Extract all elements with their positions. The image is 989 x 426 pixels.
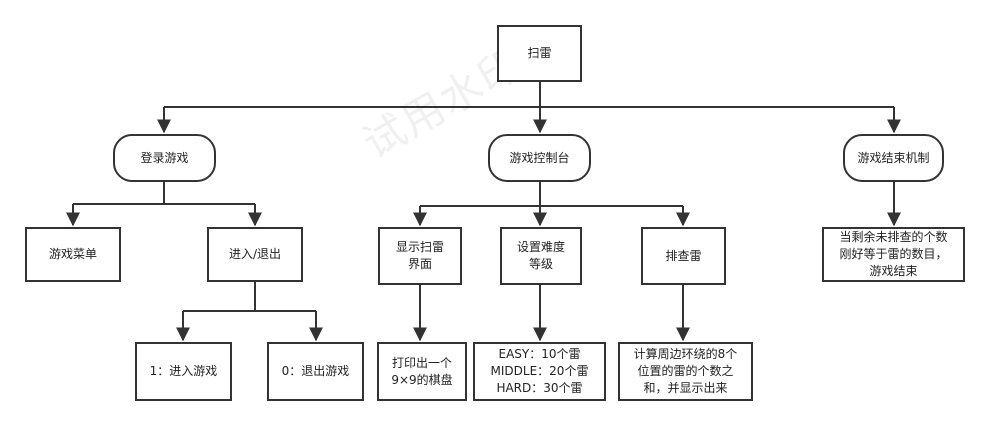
node-levels-label: EASY：10个雷 MIDDLE：20个雷 HARD：30个雷: [490, 347, 589, 395]
node-enter-game-label: 1：进入游戏: [149, 364, 218, 378]
node-root-label: 扫雷: [527, 46, 552, 60]
node-exit-game-label: 0：退出游戏: [281, 364, 350, 378]
node-end-condition[interactable]: 当剩余未排查的个数 刚好等于雷的数目， 游戏结束: [822, 227, 965, 282]
node-console[interactable]: 游戏控制台: [488, 134, 591, 182]
node-login-label: 登录游戏: [140, 150, 189, 165]
node-enter-exit[interactable]: 进入/退出: [207, 227, 303, 282]
node-enter-exit-label: 进入/退出: [228, 247, 282, 261]
node-end-mechanism[interactable]: 游戏结束机制: [843, 134, 944, 182]
node-end-mechanism-label: 游戏结束机制: [857, 150, 930, 165]
node-difficulty-label: 设置难度 等级: [516, 240, 565, 271]
node-enter-game[interactable]: 1：进入游戏: [135, 342, 232, 401]
node-exit-game[interactable]: 0：退出游戏: [267, 342, 364, 401]
node-sweep[interactable]: 排查雷: [641, 227, 726, 285]
node-end-condition-label: 当剩余未排查的个数 刚好等于雷的数目， 游戏结束: [839, 230, 948, 278]
node-levels[interactable]: EASY：10个雷 MIDDLE：20个雷 HARD：30个雷: [473, 342, 606, 401]
node-console-label: 游戏控制台: [509, 150, 570, 165]
node-sweep-label: 排查雷: [665, 248, 702, 263]
node-login[interactable]: 登录游戏: [113, 134, 216, 182]
node-print-board-label: 打印出一个 9×9的棋盘: [391, 355, 453, 387]
node-game-menu[interactable]: 游戏菜单: [25, 227, 121, 282]
node-mine-count[interactable]: 计算周边环绕的8个 位置的雷的个数之 和，并显示出来: [618, 342, 753, 401]
node-show-board-label: 显示扫雷 界面: [395, 240, 444, 271]
node-difficulty[interactable]: 设置难度 等级: [500, 227, 582, 285]
node-game-menu-label: 游戏菜单: [48, 247, 97, 261]
node-print-board[interactable]: 打印出一个 9×9的棋盘: [377, 342, 467, 401]
node-show-board[interactable]: 显示扫雷 界面: [378, 227, 462, 285]
node-root[interactable]: 扫雷: [497, 25, 582, 82]
node-mine-count-label: 计算周边环绕的8个 位置的雷的个数之 和，并显示出来: [633, 347, 738, 395]
